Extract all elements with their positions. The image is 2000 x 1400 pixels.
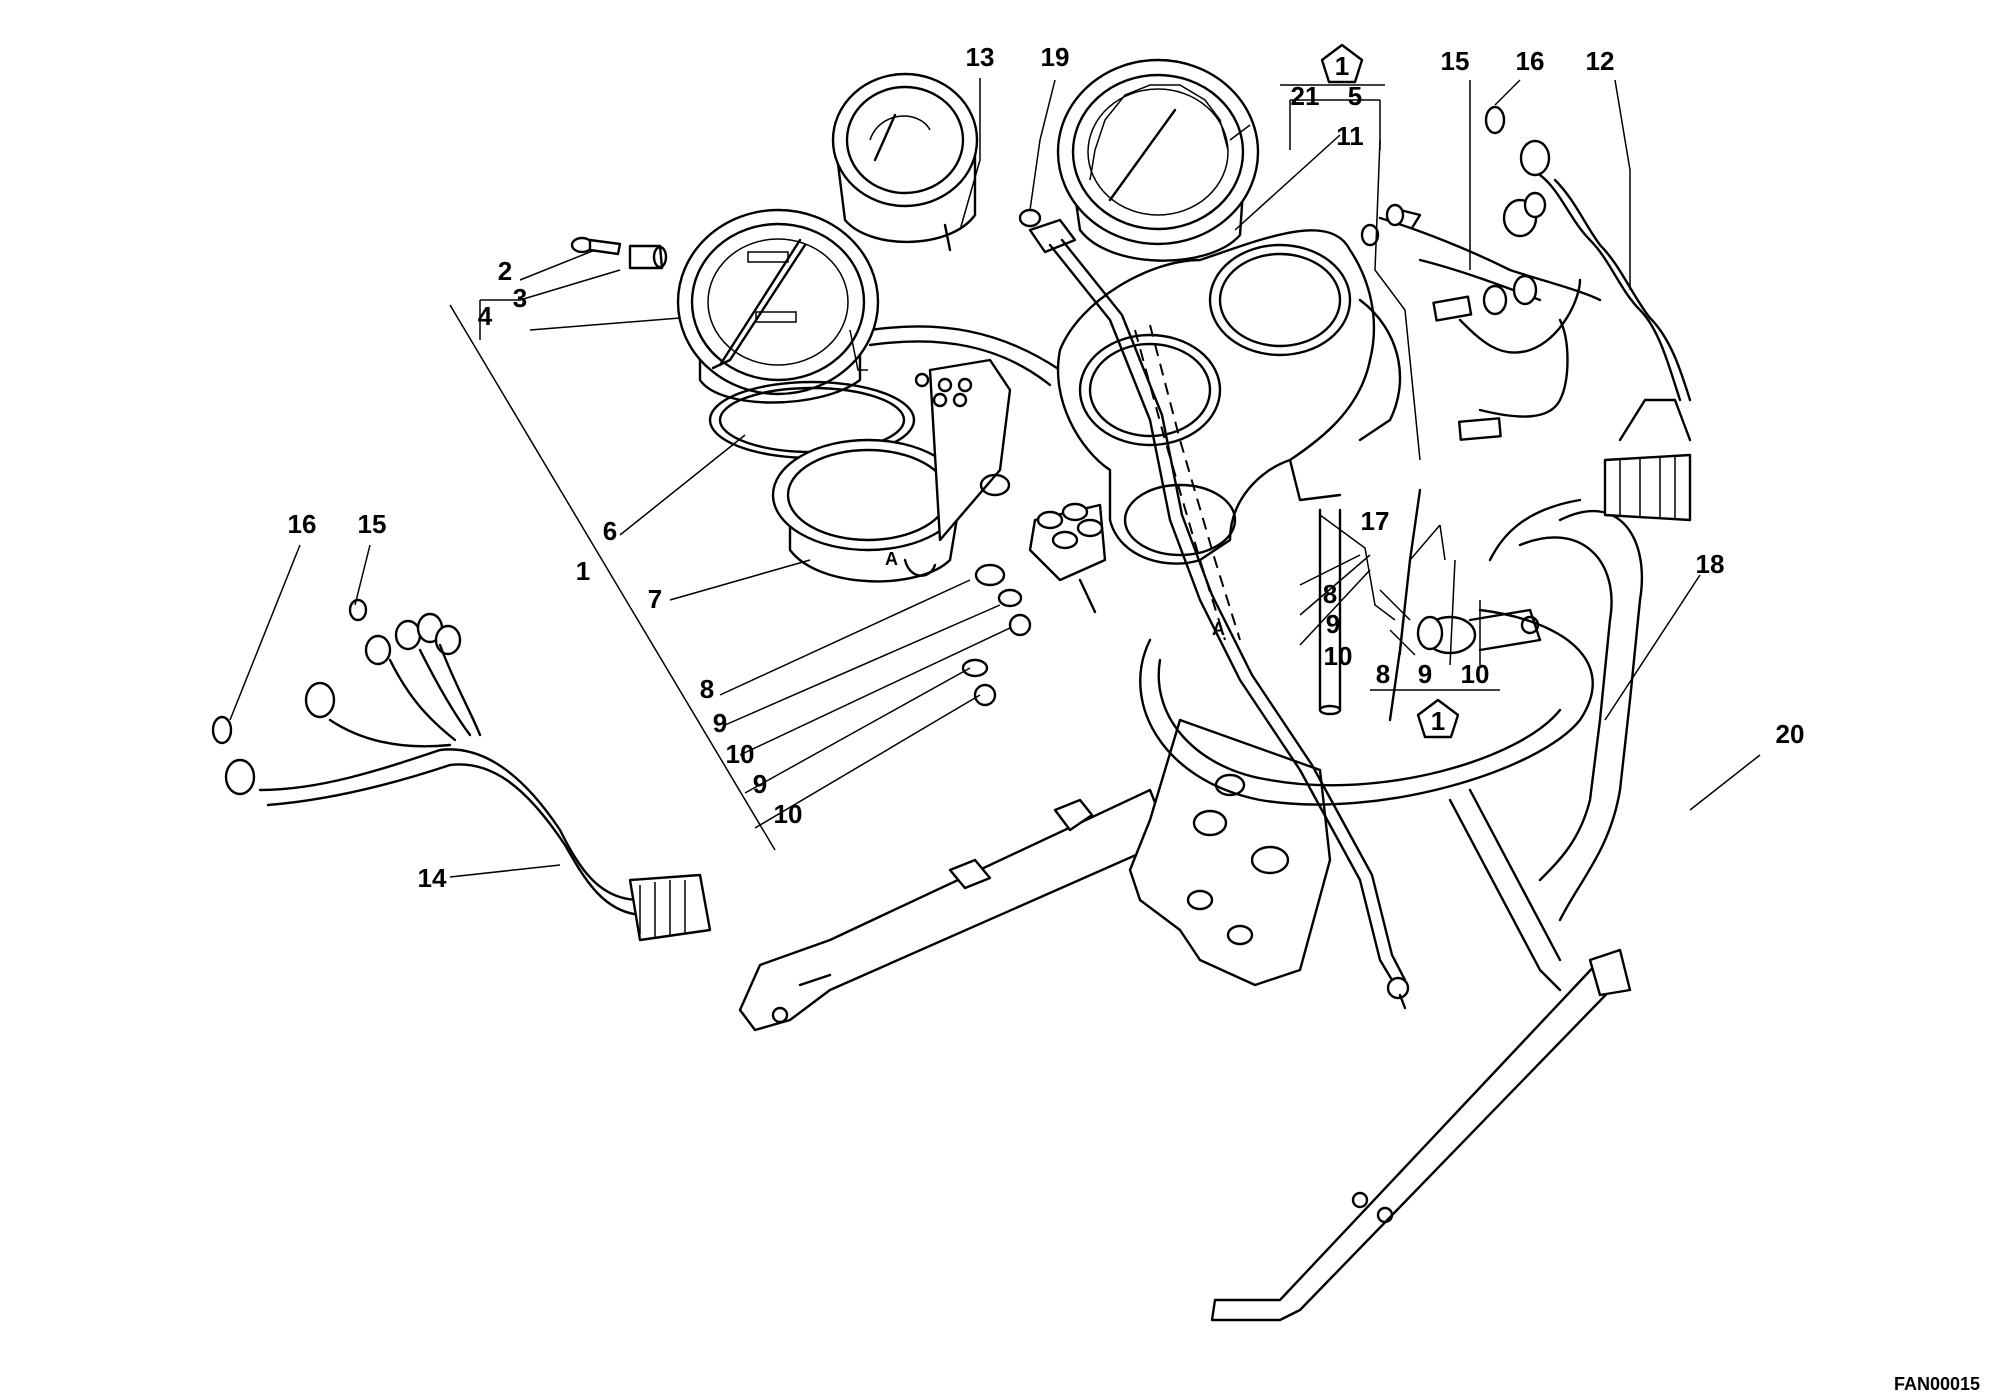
callout-7: 7 (648, 584, 662, 614)
callout-20: 20 (1776, 719, 1805, 749)
callout-14: 14 (418, 863, 447, 893)
marker-number-top: 1 (1335, 51, 1349, 81)
leader-lines (229, 78, 1761, 878)
callout-3: 3 (513, 283, 527, 313)
callout-13: 13 (966, 42, 995, 72)
callout-9-left-b: 9 (753, 769, 767, 799)
left-wiring-harness (211, 598, 712, 942)
callout-10-mid: 10 (1324, 641, 1353, 671)
right-wiring-harness (1360, 105, 1692, 522)
callout-4: 4 (478, 301, 493, 331)
callout-15-top: 15 (1441, 46, 1470, 76)
callout-11: 11 (1336, 121, 1364, 151)
bulb-holder-cluster (1028, 502, 1107, 614)
part-callouts: 13 19 21 5 11 15 16 12 2 3 4 6 1 7 8 9 1… (288, 42, 1805, 893)
callout-10-left-b: 10 (774, 799, 803, 829)
callout-5: 5 (1348, 81, 1362, 111)
callout-17: 17 (1361, 506, 1390, 536)
callout-10-left-a: 10 (726, 739, 755, 769)
instrument-support-frame (738, 325, 1644, 1322)
callout-16-left: 16 (288, 509, 317, 539)
callout-9-right: 9 (1418, 659, 1432, 689)
assembly-group-marker-bottom: 1 (1416, 698, 1460, 739)
marker-number-bottom: 1 (1431, 706, 1445, 736)
callout-9-mid: 9 (1326, 609, 1340, 639)
oil-gauge (831, 72, 979, 252)
callout-8-right: 8 (1376, 659, 1390, 689)
left-grommets-nuts (961, 563, 1032, 707)
callout-15-left: 15 (358, 509, 387, 539)
twin-instrument-holder (1056, 229, 1402, 565)
view-mark-a-right: A (1212, 619, 1225, 639)
callout-1-left: 1 (576, 556, 590, 586)
callout-10-right: 10 (1461, 659, 1490, 689)
speedometer-cable (1018, 208, 1410, 1010)
speedometer-cup-holder (708, 358, 1012, 583)
callout-9-left-a: 9 (713, 708, 727, 738)
callout-16-top: 16 (1516, 46, 1545, 76)
view-mark-a-left: A (885, 549, 898, 569)
tachometer-gauge (1056, 58, 1260, 262)
callout-18: 18 (1696, 549, 1725, 579)
callout-8-mid: 8 (1323, 579, 1337, 609)
assembly-group-marker-top: 1 (1320, 43, 1364, 84)
callout-21: 21 (1291, 81, 1320, 111)
callout-6: 6 (603, 516, 617, 546)
route-line-a-2 (1149, 324, 1241, 641)
callout-12: 12 (1586, 46, 1615, 76)
callout-8-left: 8 (700, 674, 714, 704)
speedometer-gauge (570, 208, 880, 404)
route-line-a (1134, 329, 1226, 641)
callout-2: 2 (498, 256, 512, 286)
callout-19: 19 (1041, 42, 1070, 72)
figure-code: FAN00015 (1894, 1374, 1980, 1394)
